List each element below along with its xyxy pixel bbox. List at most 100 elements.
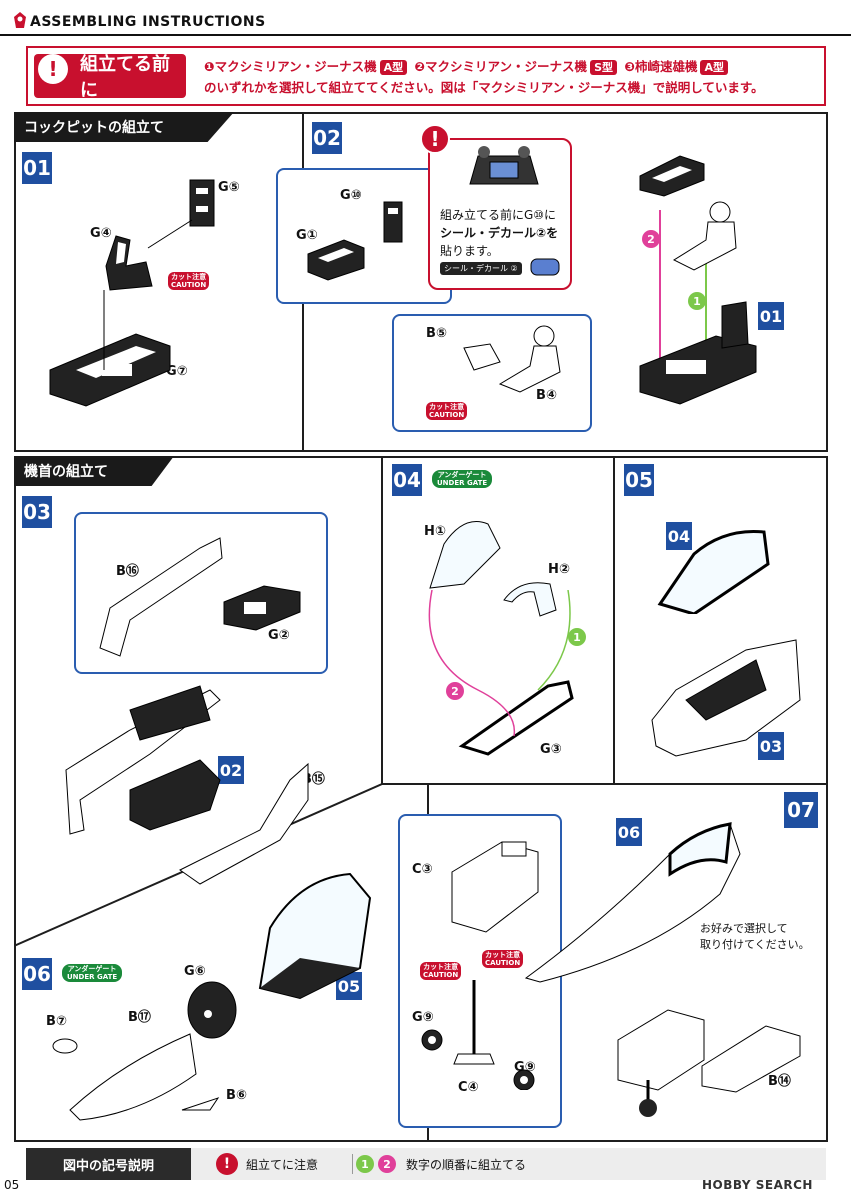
order-marker-1: 1 [356,1155,374,1173]
nose-section-title: 機首の組立て [14,456,174,486]
part-label-b5: B⑤ [426,326,447,341]
part-label-g3: G③ [540,742,562,757]
nose-side-assembly [65,685,309,885]
legend-divider [352,1154,353,1174]
assembly-arrows [103,219,193,370]
part-label-h2: H② [548,562,570,577]
reference-badge-01: 01 [758,302,784,330]
legend-warning-text: 組立てに注意 [246,1158,319,1172]
optional-note-line-1: お好みで選択して [700,922,788,935]
part-label-g1: G① [296,228,318,243]
order-marker-2: 2 [378,1155,396,1173]
part-label-b6: B⑥ [226,1088,247,1103]
part-label-g10: G⑩ [340,188,362,203]
step-04-badge: 04 [392,464,422,496]
part-label-g4: G④ [90,226,112,241]
cockpit-tub-assembled [639,301,757,405]
cockpit-section-title: コックピットの組立て [14,112,234,142]
canopy-assembled [657,529,770,614]
part-label-b17: B⑰ [128,1010,151,1025]
pilot-figure [463,325,561,393]
order-marker-1: 1 [688,292,706,310]
part-g2 [223,585,301,631]
step-01-badge: 01 [22,152,52,184]
instrument-panel-part [469,146,539,185]
variant-b-label: ❷マクシミリアン・ジーナス機 [414,59,588,74]
part-label-b7: B⑦ [46,1014,67,1029]
decal-icon [530,258,560,276]
part-label-c3: C③ [412,862,433,877]
reference-badge-04: 04 [666,522,692,550]
variant-b-type: S型 [590,60,617,75]
part-g1 [307,239,365,281]
reference-badge-02: 02 [218,756,244,784]
step-05-badge: 05 [624,464,654,496]
step-02-callout-seat [276,168,452,304]
canopy-frame-g3 [458,680,574,756]
cockpit-tub-g7 [49,333,171,407]
page-title: ASSEMBLING INSTRUCTIONS [30,14,266,30]
warning-exclamation-icon: ! [420,124,450,154]
gear-option-extended [617,1009,705,1117]
order-marker-2: 2 [642,230,660,248]
canopy-arrows [428,590,571,737]
kit-logo-icon [14,12,26,28]
pitot-b7 [52,1038,78,1054]
page-number: 05 [4,1178,20,1192]
nose-assembled-step07 [524,822,741,983]
symbol-legend: 図中の記号説明 ! 組立てに注意 1 2 数字の順番に組立てる [26,1148,826,1180]
variant-c-label: ❸柿崎速雄機 [624,59,698,74]
bulkhead-g6 [187,981,237,1039]
step-03-badge: 03 [22,496,52,528]
legend-order-text: 数字の順番に組立てる [406,1158,527,1172]
notice-instruction: のいずれかを選択して組立ててください。図は「マクシミリアン・ジーナス機」で説明し… [204,80,764,95]
decal-instruction-line-1: 組み立てる前にG⑩に [440,208,557,222]
gear-option-retracted [701,1025,801,1093]
variant-a-label: ❶マクシミリアン・ジーナス機 [204,59,377,74]
reference-badge-06: 06 [616,818,642,846]
warning-exclamation-icon: ! [38,54,68,84]
part-b16 [99,537,223,657]
canopy-h1 [429,521,501,589]
variant-a-type: A型 [379,60,408,75]
warning-exclamation-icon: ! [216,1153,238,1175]
part-label-b4: B④ [536,388,557,403]
part-g10 [383,201,403,243]
watermark: HOBBY SEARCH [702,1178,813,1192]
legend-title: 図中の記号説明 [26,1148,191,1180]
part-label-g2: G② [268,628,290,643]
step-07-badge: 07 [784,792,818,828]
decal-instruction-line-2: シール・デカール②を [440,226,559,240]
pilot-seated [672,201,737,271]
gear-bay-c3 [451,841,539,933]
step-02-badge: 02 [312,122,342,154]
part-label-g7: G⑦ [166,364,188,379]
part-label-h1: H① [424,524,446,539]
optional-note-line-2: 取り付けてください。 [700,938,810,951]
nose-section-step05 [651,639,801,757]
seat-assembly-g10 [639,155,705,197]
seat-part-g4 [105,235,153,291]
decal-tag: シール・デカール ② [440,262,522,275]
part-label-b14: B⑭ [768,1074,791,1089]
step-06-badge: 06 [22,958,52,990]
order-marker-2: 2 [446,682,464,700]
canopy-h2 [503,582,557,617]
part-label-g9: G⑨ [412,1010,434,1025]
part-label-g5: G⑤ [218,180,240,195]
order-marker-1: 1 [568,628,586,646]
variant-c-type: A型 [700,60,728,75]
antenna-b6 [181,1097,220,1111]
nose-section-step06 [258,872,372,1000]
nose-cone-b17 [69,1033,197,1121]
reference-badge-03: 03 [758,732,784,760]
seat-part-g5 [189,179,215,227]
